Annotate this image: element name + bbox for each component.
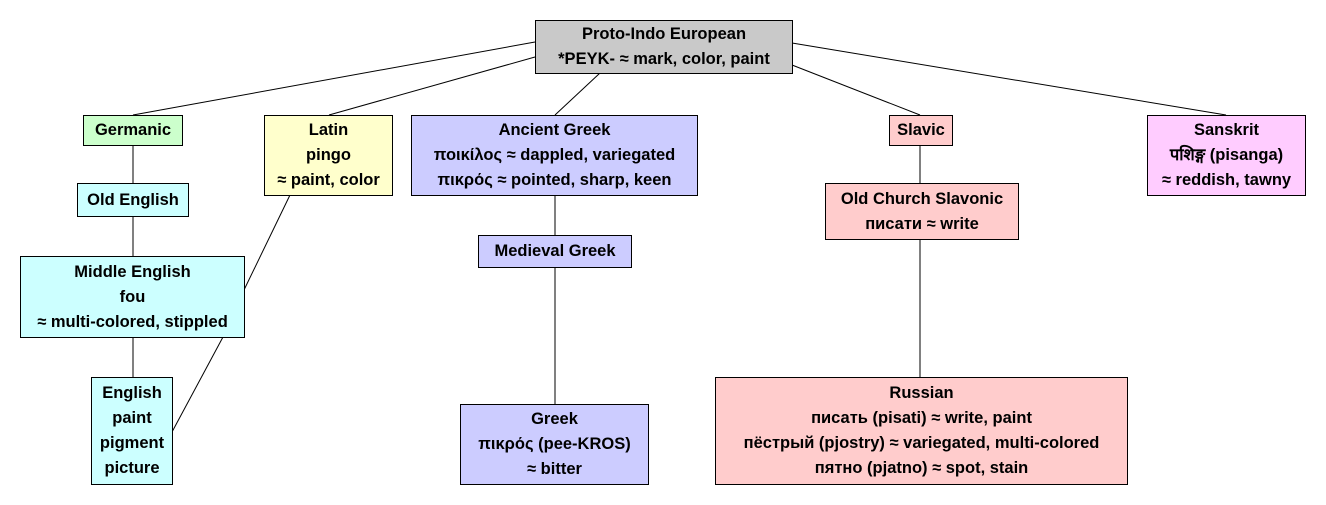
node-label: Middle English: [74, 262, 191, 281]
node-label: Greek: [531, 410, 578, 428]
node-text: fou: [119, 287, 146, 306]
edge-pie-slavic: [791, 64, 921, 116]
node-text: ποικίλος ≈ dappled, variegated: [433, 146, 676, 164]
node-text: *PEYK- ≈ mark, color, paint: [558, 50, 770, 68]
node-text: पशिङ्ग (pisanga): [1169, 146, 1284, 164]
node-label: English: [102, 384, 162, 402]
node-label: Germanic: [94, 121, 172, 139]
node-germanic: Germanic: [83, 115, 183, 146]
node-russian: Russian писать (pisati) ≈ write, paint п…: [715, 377, 1128, 485]
node-ancient-greek: Ancient Greek ποικίλος ≈ dappled, varieg…: [411, 115, 698, 196]
node-english: English paint pigment picture: [91, 377, 173, 485]
node-latin: Latin pingo ≈ paint, color: [264, 115, 393, 196]
node-text: писати ≈ write: [865, 214, 979, 233]
edge-middle-english-english-diagonal: [171, 336, 224, 433]
node-text: ≈ bitter: [527, 460, 582, 478]
node-text: ≈ reddish, tawny: [1161, 171, 1292, 189]
node-text: πικρός (pee-KROS): [478, 435, 631, 453]
node-label: Proto-Indo European: [581, 25, 747, 43]
node-sanskrit: Sanskrit पशिङ्ग (pisanga) ≈ reddish, taw…: [1147, 115, 1306, 196]
node-text: ≈ paint, color: [277, 171, 380, 189]
node-label: Ancient Greek: [498, 121, 611, 139]
node-text: pingo: [306, 146, 351, 164]
edge-pie-sanskrit: [791, 42, 1227, 116]
node-label: Slavic: [897, 121, 945, 139]
node-text: paint: [112, 409, 152, 427]
node-text: πικρός ≈ pointed, sharp, keen: [437, 171, 672, 189]
edge-pie-latin: [328, 56, 536, 116]
node-text: писать (pisati) ≈ write, paint: [811, 409, 1032, 427]
node-text: пёстрый (pjostry) ≈ variegated, multi-co…: [743, 434, 1100, 452]
node-proto-indo-european: Proto-Indo European *PEYK- ≈ mark, color…: [535, 20, 793, 74]
node-greek: Greek πικρός (pee-KROS) ≈ bitter: [460, 404, 649, 485]
node-label: Latin: [308, 121, 349, 139]
node-text: ≈ multi-colored, stippled: [37, 312, 228, 331]
node-text: пятно (pjatno) ≈ spot, stain: [814, 459, 1029, 477]
edge-pie-germanic: [132, 41, 536, 116]
node-label: Old Church Slavonic: [840, 189, 1004, 208]
edge-latin-middle-english: [243, 194, 291, 291]
node-text: pigment: [99, 434, 165, 452]
node-slavic: Slavic: [889, 115, 953, 146]
node-medieval-greek: Medieval Greek: [478, 235, 632, 268]
node-text: picture: [104, 459, 160, 477]
node-old-english: Old English: [77, 183, 189, 217]
node-label: Sanskrit: [1193, 121, 1260, 139]
edge-pie-ancient-greek: [554, 72, 601, 116]
node-label: Old English: [87, 190, 179, 209]
node-label: Russian: [889, 384, 954, 402]
node-label: Medieval Greek: [494, 242, 616, 260]
node-old-church-slavonic: Old Church Slavonic писати ≈ write: [825, 183, 1019, 240]
node-middle-english: Middle English fou ≈ multi-colored, stip…: [20, 256, 245, 338]
